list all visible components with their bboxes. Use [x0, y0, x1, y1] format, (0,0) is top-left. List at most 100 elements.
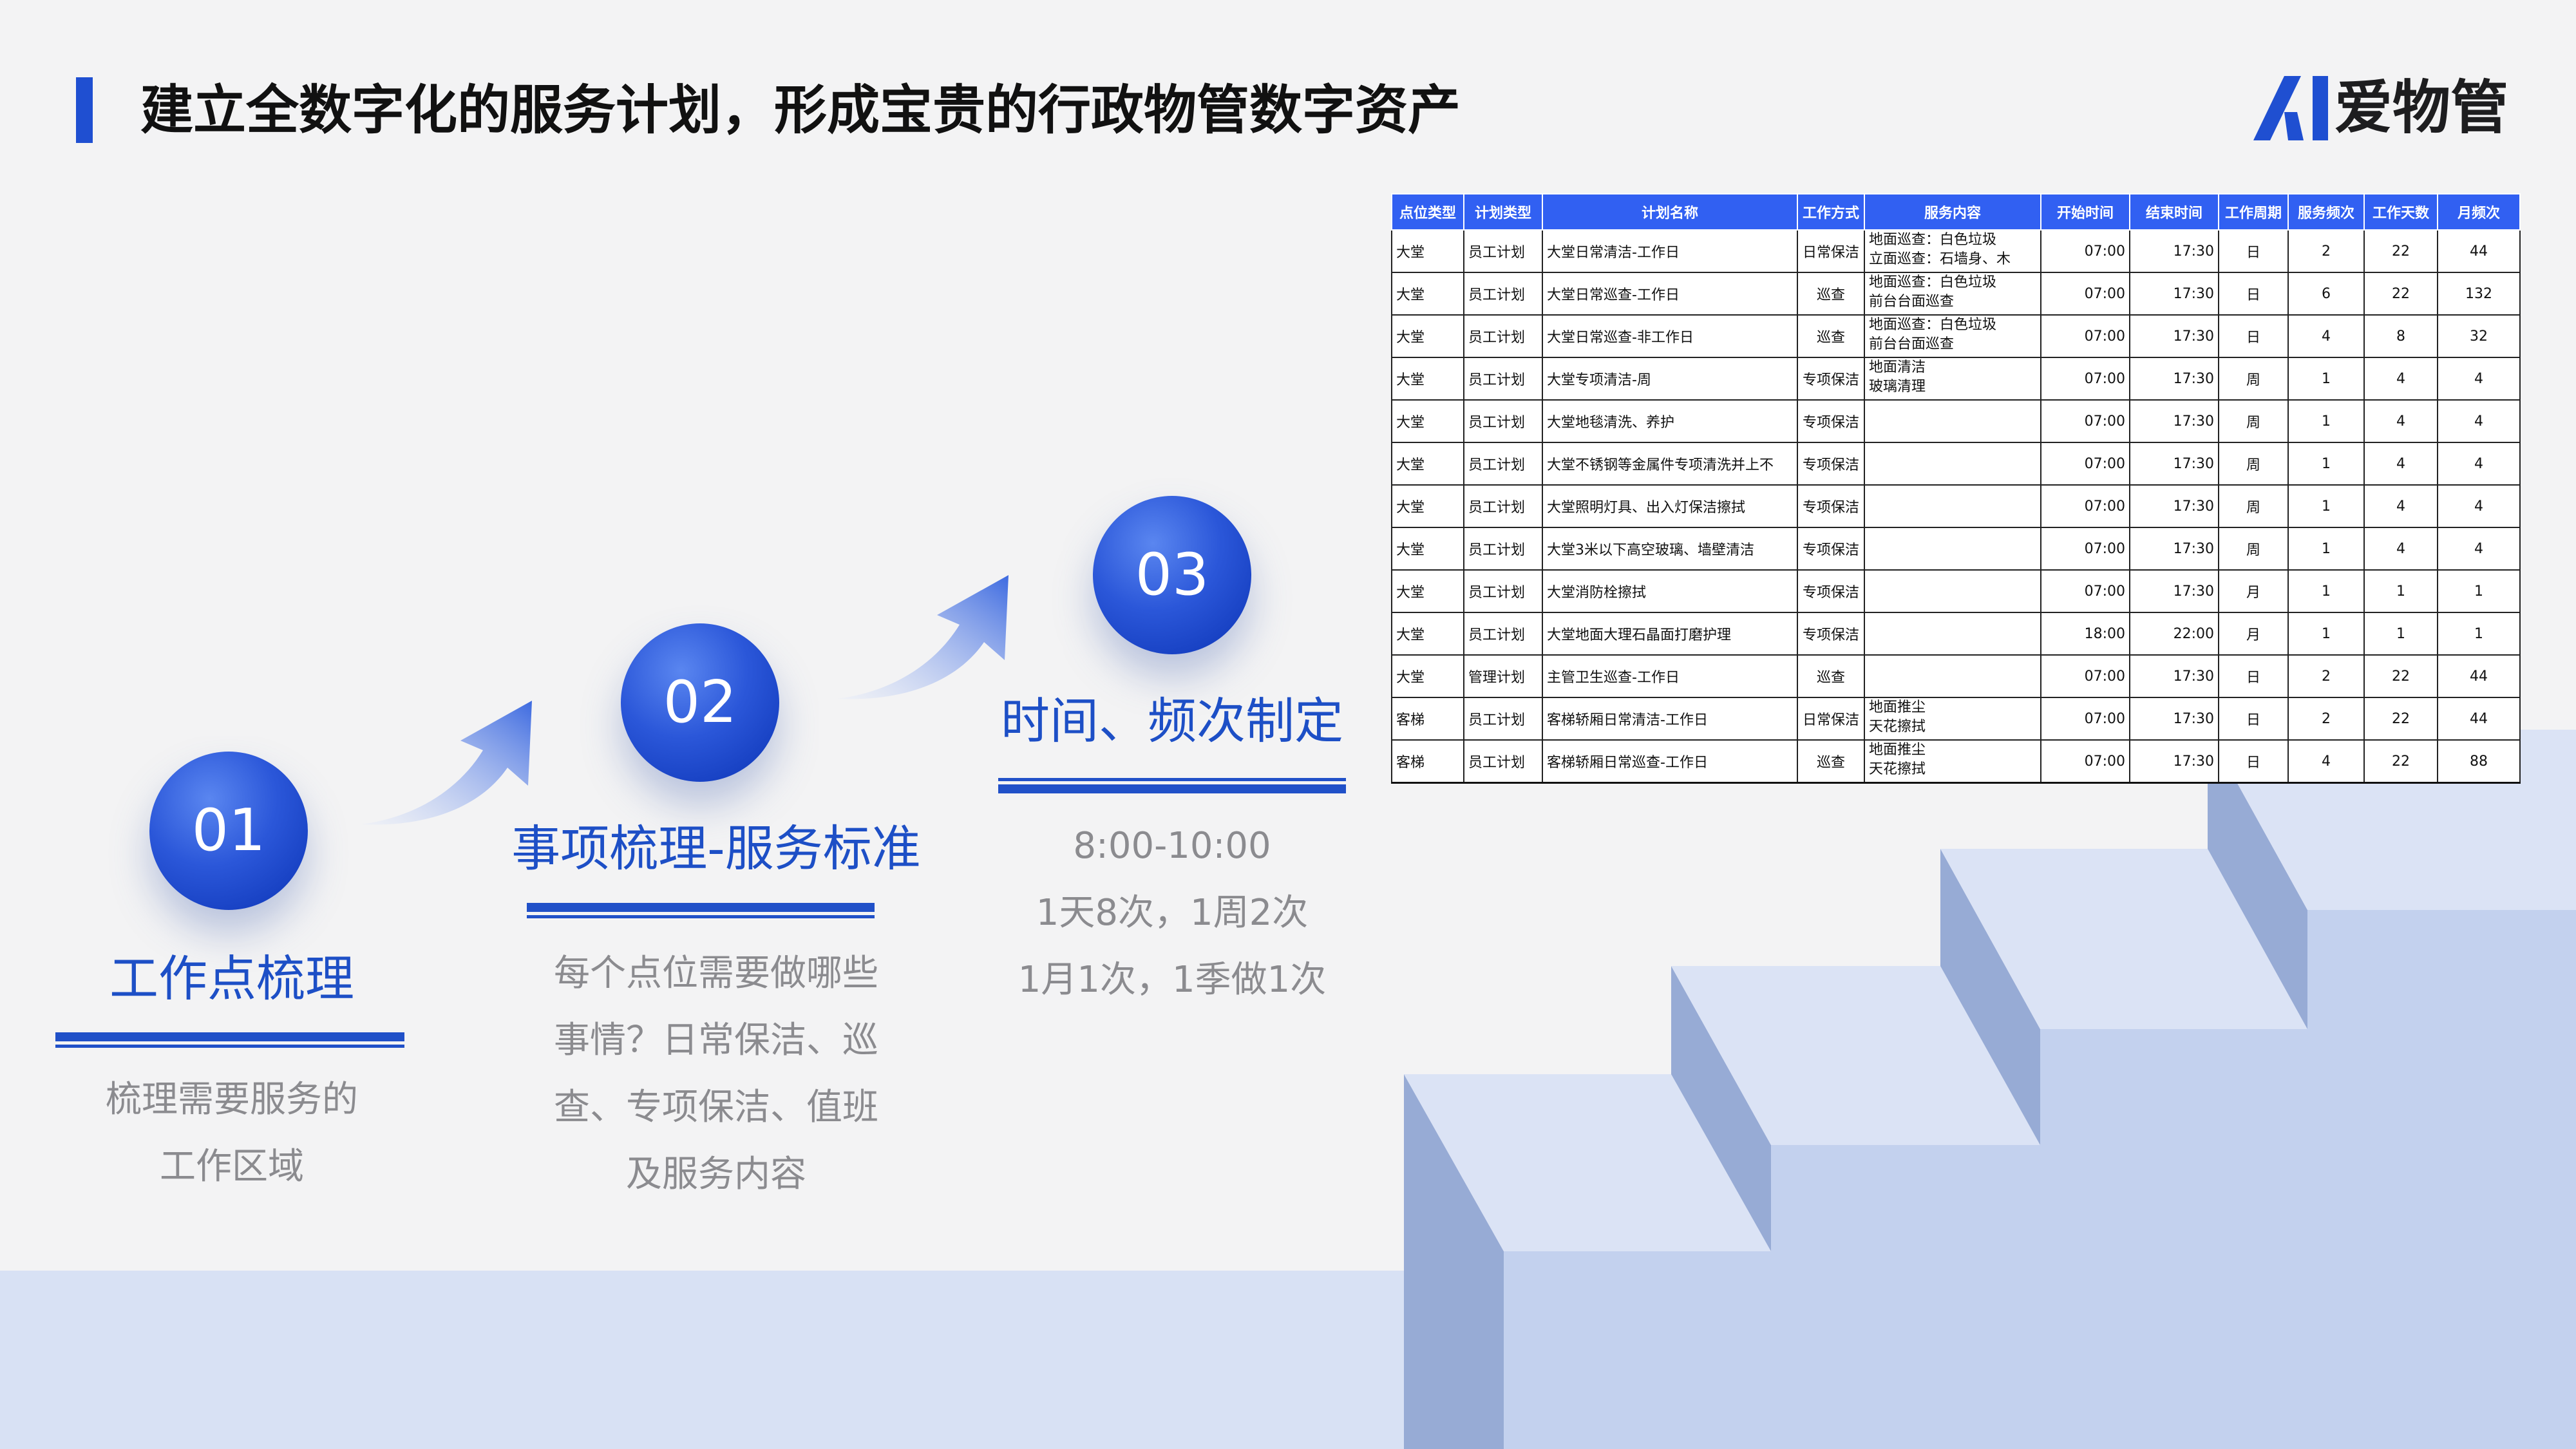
table-cell-work-mode: 巡查 [1797, 314, 1865, 358]
table-cell-work-cycle: 日 [2218, 654, 2289, 698]
table-cell-monthly-frequency: 1 [2437, 569, 2521, 613]
table-cell-end-time: 17:30 [2129, 442, 2219, 486]
brand-logo: 爱物管 [2251, 70, 2508, 147]
table-cell-end-time: 17:30 [2129, 697, 2219, 741]
table-cell-service-frequency: 1 [2287, 399, 2365, 443]
table-cell-service-content: 地面清洁玻璃清理 [1864, 357, 2041, 401]
table-cell-plan-type: 员工计划 [1463, 527, 1543, 571]
table-cell-service-content: 地面推尘天花擦拭 [1864, 697, 2041, 741]
table-cell-monthly-frequency: 88 [2437, 739, 2521, 784]
table-cell-work-days: 22 [2363, 229, 2438, 273]
table-cell-work-cycle: 日 [2218, 739, 2289, 784]
table-cell-service-content [1864, 484, 2041, 528]
step-3-desc-line: 1天8次，1周2次 [1036, 892, 1309, 934]
table-cell-plan-type: 员工计划 [1463, 314, 1543, 358]
table-cell-start-time: 07:00 [2040, 272, 2130, 316]
table-cell-work-days: 22 [2363, 654, 2438, 698]
table-cell-start-time: 07:00 [2040, 654, 2130, 698]
page-title: 建立全数字化的服务计划，形成宝贵的行政物管数字资产 [140, 80, 1461, 141]
step-3-title: 时间、频次制定 [1001, 692, 1343, 750]
step-3-description: 8:00-10:00 1天8次，1周2次 1月1次，1季做1次 [979, 813, 1365, 1014]
service-content-line: 天花擦拭 [1869, 761, 1926, 777]
table-cell-plan-name: 大堂专项清洁-周 [1542, 357, 1798, 401]
table-cell-end-time: 22:00 [2129, 612, 2219, 656]
table-cell-monthly-frequency: 4 [2437, 442, 2521, 486]
table-cell-work-mode: 专项保洁 [1797, 357, 1865, 401]
stair-front-3 [2040, 1029, 2576, 1145]
table-cell-work-cycle: 周 [2218, 527, 2289, 571]
column-header-start-time: 开始时间 [2040, 193, 2130, 231]
table-cell-end-time: 17:30 [2129, 654, 2219, 698]
table-cell-service-frequency: 4 [2287, 314, 2365, 358]
table-cell-service-frequency: 2 [2287, 654, 2365, 698]
table-cell-monthly-frequency: 44 [2437, 654, 2521, 698]
table-cell-plan-name: 大堂地毯清洗、养护 [1542, 399, 1798, 443]
column-header-work-days: 工作天数 [2363, 193, 2438, 231]
table-cell-service-content [1864, 654, 2041, 698]
table-cell-end-time: 17:30 [2129, 357, 2219, 401]
table-cell-plan-type: 员工计划 [1463, 229, 1543, 273]
table-cell-plan-type: 员工计划 [1463, 697, 1543, 741]
step-2-description: 每个点位需要做哪些 事情？日常保洁、巡 查、专项保洁、值班 及服务内容 [491, 940, 942, 1208]
service-content-line: 玻璃清理 [1869, 379, 1926, 395]
table-cell-plan-name: 大堂不锈钢等金属件专项清洗并上不 [1542, 442, 1798, 486]
table-cell-plan-type: 员工计划 [1463, 569, 1543, 613]
table-cell-start-time: 07:00 [2040, 229, 2130, 273]
table-cell-point-type: 大堂 [1391, 569, 1464, 613]
table-cell-end-time: 17:30 [2129, 272, 2219, 316]
table-cell-monthly-frequency: 44 [2437, 229, 2521, 273]
column-header-service-content: 服务内容 [1864, 193, 2041, 231]
column-header-monthly-frequency: 月频次 [2437, 193, 2521, 231]
table-cell-monthly-frequency: 1 [2437, 612, 2521, 656]
table-cell-work-cycle: 日 [2218, 229, 2289, 273]
table-cell-work-mode: 日常保洁 [1797, 697, 1865, 741]
table-cell-service-content [1864, 527, 2041, 571]
step-3-number-badge: 03 [1093, 496, 1251, 654]
table-cell-end-time: 17:30 [2129, 314, 2219, 358]
column-header-end-time: 结束时间 [2129, 193, 2219, 231]
step-3-divider [998, 784, 1346, 793]
table-cell-start-time: 07:00 [2040, 569, 2130, 613]
table-cell-point-type: 大堂 [1391, 314, 1464, 358]
table-cell-service-frequency: 2 [2287, 229, 2365, 273]
service-content-line: 地面巡查：白色垃圾 [1869, 317, 1997, 333]
table-cell-end-time: 17:30 [2129, 399, 2219, 443]
table-cell-start-time: 07:00 [2040, 314, 2130, 358]
table-cell-point-type: 大堂 [1391, 229, 1464, 273]
table-cell-start-time: 07:00 [2040, 484, 2130, 528]
table-cell-work-cycle: 月 [2218, 612, 2289, 656]
step-2-number-badge: 02 [621, 623, 779, 782]
table-cell-work-cycle: 月 [2218, 569, 2289, 613]
table-cell-end-time: 17:30 [2129, 739, 2219, 784]
table-cell-start-time: 07:00 [2040, 697, 2130, 741]
stair-side-1 [1404, 1074, 1504, 1449]
table-cell-work-mode: 专项保洁 [1797, 527, 1865, 571]
step-2-title: 事项梳理-服务标准 [511, 820, 921, 877]
table-cell-work-days: 1 [2363, 569, 2438, 613]
table-cell-plan-name: 主管卫生巡查-工作日 [1542, 654, 1798, 698]
table-cell-monthly-frequency: 4 [2437, 399, 2521, 443]
table-cell-service-content [1864, 569, 2041, 613]
table-cell-plan-type: 员工计划 [1463, 484, 1543, 528]
table-cell-work-days: 4 [2363, 484, 2438, 528]
step-2-desc-line: 及服务内容 [626, 1153, 806, 1195]
table-cell-work-mode: 专项保洁 [1797, 612, 1865, 656]
service-content-line: 地面推尘 [1869, 742, 1926, 758]
table-cell-plan-name: 客梯轿厢日常清洁-工作日 [1542, 697, 1798, 741]
service-plan-table: 点位类型计划类型计划名称工作方式服务内容开始时间结束时间工作周期服务频次工作天数… [1391, 193, 2521, 784]
table-cell-service-content: 地面巡查：白色垃圾前台台面巡查 [1864, 314, 2041, 358]
table-cell-plan-name: 大堂日常巡查-工作日 [1542, 272, 1798, 316]
service-content-line: 地面巡查：白色垃圾 [1869, 274, 1997, 290]
table-cell-work-days: 22 [2363, 739, 2438, 784]
stair-tread-1 [1404, 1074, 1771, 1251]
table-cell-plan-type: 员工计划 [1463, 442, 1543, 486]
table-cell-work-days: 1 [2363, 612, 2438, 656]
table-cell-point-type: 大堂 [1391, 272, 1464, 316]
table-cell-point-type: 大堂 [1391, 654, 1464, 698]
table-cell-point-type: 大堂 [1391, 612, 1464, 656]
table-cell-start-time: 07:00 [2040, 357, 2130, 401]
table-cell-plan-type: 管理计划 [1463, 654, 1543, 698]
